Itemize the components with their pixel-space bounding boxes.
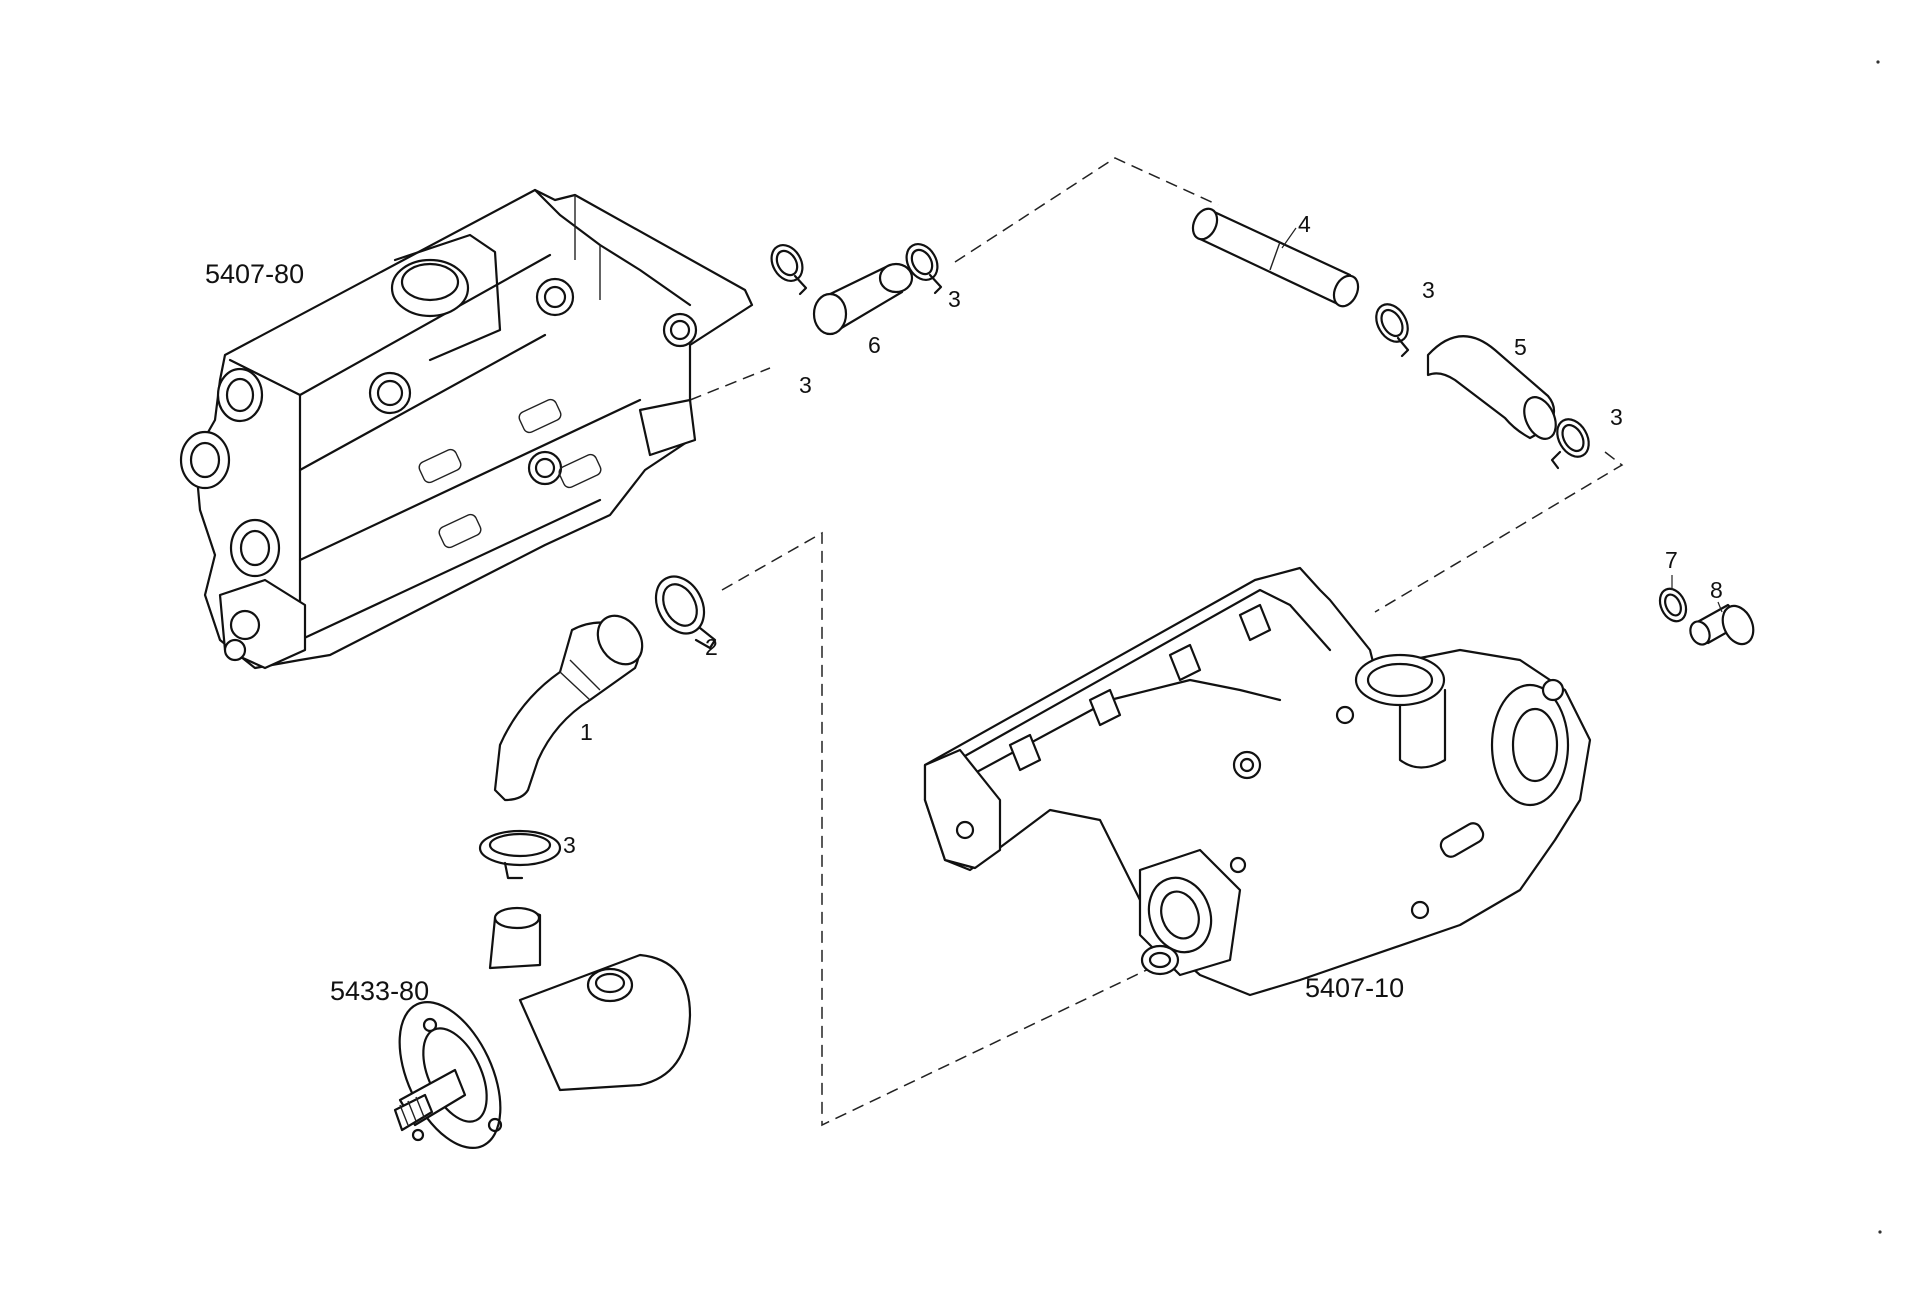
leader-part-4: [1281, 227, 1297, 249]
pipe-4-drawing: [1191, 207, 1360, 308]
cylinder-head-drawing: [179, 188, 754, 670]
label-part-3-c: 3: [1422, 277, 1435, 303]
dash-head-to-clamp3: [689, 367, 771, 401]
hose-5-drawing: [1426, 335, 1557, 440]
label-part-6: 6: [868, 332, 881, 358]
dash-to-manifold: [1374, 451, 1624, 613]
label-part-5: 5: [1514, 334, 1527, 360]
seal-7-drawing: [1658, 587, 1688, 623]
plug-8-drawing: [1689, 603, 1755, 646]
label-part-1: 1: [580, 719, 593, 745]
label-part-8: 8: [1710, 577, 1723, 603]
dash-top-loop: [954, 157, 1219, 263]
label-part-3-e: 3: [563, 832, 576, 858]
label-part-4: 4: [1298, 211, 1311, 237]
label-part-3-b: 3: [799, 372, 812, 398]
edge-mark-top: [1876, 60, 1880, 64]
hose-1-drawing: [493, 614, 644, 802]
clamp-3-b-drawing: [905, 243, 943, 295]
clamp-3-e-drawing: [478, 829, 562, 880]
label-part-3-d: 3: [1610, 404, 1623, 430]
clamp-2-drawing: [654, 575, 717, 650]
label-assembly-5407-10: 5407-10: [1305, 973, 1404, 1003]
label-assembly-5433-80: 5433-80: [330, 976, 429, 1006]
clamp-3-c-drawing: [1375, 303, 1410, 358]
label-part-7: 7: [1665, 547, 1678, 573]
label-part-3-a: 3: [948, 286, 961, 312]
clamp-3-d-drawing: [1550, 418, 1590, 470]
water-pump-drawing: [393, 906, 692, 1149]
leader-part-8: [1717, 601, 1723, 613]
label-assembly-5407-80: 5407-80: [205, 259, 304, 289]
connection-lines: [689, 157, 1624, 1127]
exhaust-manifold-drawing: [923, 566, 1592, 997]
edge-mark-bottom: [1878, 1230, 1882, 1234]
label-part-2: 2: [705, 634, 718, 660]
dash-pump-loop: [721, 531, 1156, 1127]
clamp-3-a-drawing: [770, 244, 808, 296]
hose-6-drawing: [812, 262, 914, 336]
